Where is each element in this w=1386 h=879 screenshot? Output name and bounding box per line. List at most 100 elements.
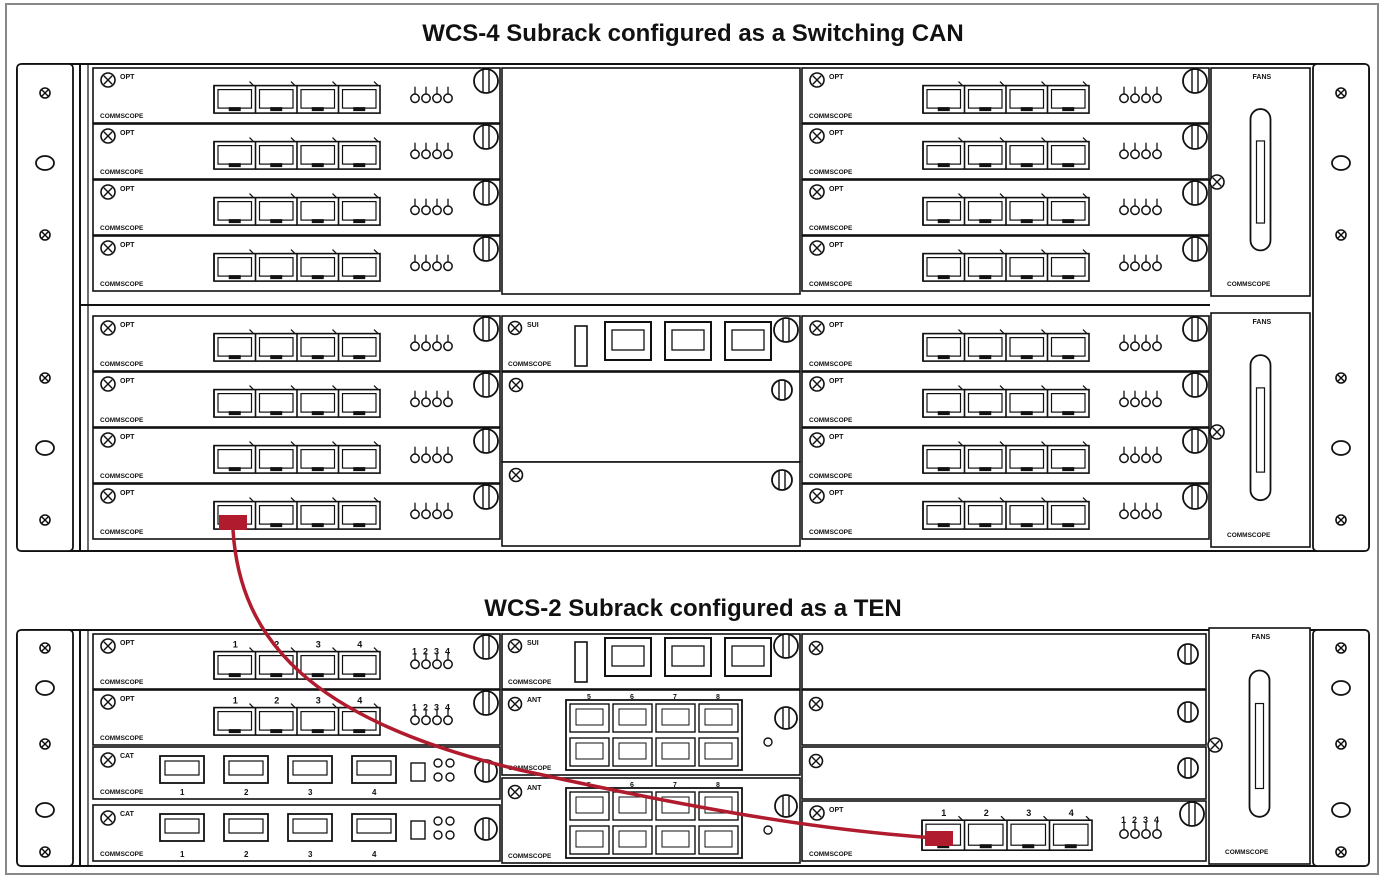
thumbscrew-icon (771, 379, 793, 401)
thumbscrew-icon (473, 634, 499, 660)
sfp-port-block (922, 441, 1090, 474)
port-number: 2 (244, 788, 249, 797)
blank-slot (501, 371, 801, 463)
thumbscrew-icon (1177, 643, 1199, 665)
card-type-label: OPT (120, 490, 135, 497)
thumbscrew-icon (773, 317, 799, 343)
thumbscrew-icon (473, 180, 499, 206)
screw-icon (809, 128, 825, 144)
brand-label: COMMSCOPE (100, 417, 144, 424)
led-number: 3 (434, 646, 439, 656)
card-type-label: OPT (120, 640, 135, 647)
card-type-label: OPT (120, 186, 135, 193)
thumbscrew-icon (774, 794, 798, 818)
sfp-latch (270, 729, 283, 734)
sfp-port (217, 337, 253, 357)
brand-label: COMMSCOPE (100, 735, 144, 742)
port-number: 3 (1026, 808, 1031, 818)
sfp-latch (270, 523, 283, 528)
brand-label: COMMSCOPE (1225, 849, 1269, 856)
screw-icon (100, 432, 116, 448)
brand-label: COMMSCOPE (508, 765, 552, 772)
brand-label: COMMSCOPE (100, 281, 144, 288)
sfp-latch (1062, 523, 1075, 528)
sfp-port (926, 449, 962, 469)
sfp-latch (228, 467, 241, 472)
screw-icon (809, 432, 825, 448)
sfp-latch (1062, 355, 1075, 360)
mounting-slot (1331, 155, 1351, 171)
card-type-label: OPT (120, 130, 135, 137)
sfp-latch (1064, 844, 1077, 849)
thumbscrew-icon (473, 484, 499, 510)
port-number: 4 (372, 850, 377, 859)
sfp-port (1052, 823, 1089, 846)
sfp-port (967, 257, 1003, 277)
sfp-latch (270, 107, 283, 112)
thumbscrew-icon (1182, 484, 1208, 510)
status-leds (410, 198, 453, 216)
sfp-port (258, 449, 294, 469)
sfp-latch (353, 275, 366, 280)
led (433, 758, 443, 768)
blank-panel (801, 689, 1207, 746)
status-leds (1119, 446, 1162, 464)
sfp-port (258, 710, 294, 731)
sfp-latch (979, 163, 992, 168)
sfp-latch (1062, 275, 1075, 280)
screw-icon (809, 805, 825, 821)
card-type-label: SUI (527, 322, 539, 329)
fiber-connection (219, 515, 953, 846)
sfp-port (1050, 201, 1086, 221)
led (445, 816, 455, 826)
port-number: 2 (274, 640, 279, 650)
fans-label: FANS (1252, 634, 1271, 641)
led-number: 1 (1121, 815, 1126, 825)
sfp-port (1050, 505, 1086, 525)
mounting-slot (1331, 440, 1351, 456)
screw-icon (100, 694, 116, 710)
screw-icon (100, 320, 116, 336)
left-mounting-ear (16, 629, 74, 867)
sfp-latch (353, 163, 366, 168)
card-type-label: CAT (120, 753, 135, 760)
port-number: 2 (274, 696, 279, 706)
thumbscrew-icon (473, 316, 499, 342)
brand-label: COMMSCOPE (100, 851, 144, 858)
sfp-port (1050, 337, 1086, 357)
sfp-port (1050, 257, 1086, 277)
sfp-port (217, 88, 253, 109)
sfp-port-block (213, 81, 381, 114)
port-number: 1 (180, 850, 185, 859)
sfp-latch (270, 275, 283, 280)
screw-icon (507, 320, 523, 336)
sfp-latch (270, 163, 283, 168)
sfp-latch (311, 219, 324, 224)
screw-icon (1335, 738, 1347, 750)
sfp-port-block (922, 385, 1090, 418)
thumbscrew-icon (1179, 801, 1205, 827)
sfp-port (300, 257, 336, 277)
screw-icon (1209, 424, 1225, 440)
sfp-latch (353, 411, 366, 416)
sfp-port (967, 88, 1003, 109)
screw-icon (39, 229, 51, 241)
connector-destination (925, 831, 953, 846)
port-number: 1 (941, 808, 946, 818)
screw-icon (1335, 229, 1347, 241)
sfp-port (926, 505, 962, 525)
thumbscrew-icon (1177, 757, 1199, 779)
fans-label: FANS (1253, 319, 1272, 326)
sfp-port (967, 145, 1003, 165)
